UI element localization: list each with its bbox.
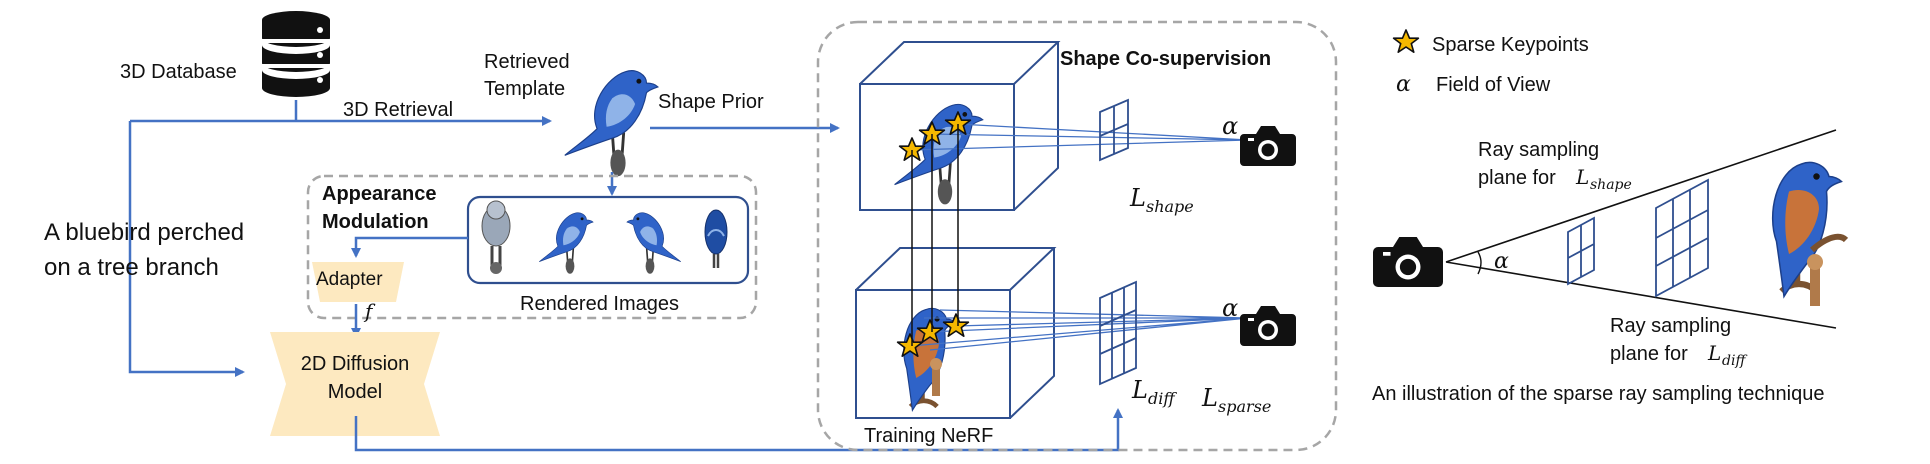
illustration-alpha: α: [1494, 249, 1509, 274]
shape-cosupervision-box: [816, 20, 1338, 452]
shape-plane-line2: plane for L shape: [1478, 165, 1632, 193]
appearance-line2: Modulation: [322, 211, 429, 233]
top-rays: [911, 123, 1249, 151]
rendered-to-adapter-arrow: [351, 236, 468, 258]
svg-text:L: L: [1575, 165, 1589, 189]
legend-star-icon: [1392, 29, 1420, 54]
retrieved-template-line2: Template: [484, 78, 565, 100]
prompt-arrow: [128, 121, 245, 377]
rendered-bird-front: [481, 200, 511, 274]
diffusion-line1: 2D Diffusion: [301, 353, 410, 375]
illustration-diff-plane: [1655, 178, 1709, 298]
svg-text:L: L: [1129, 184, 1146, 212]
f-symbol: f: [363, 299, 376, 323]
l-shape-label: L shape: [1129, 184, 1194, 216]
diffusion-model-block: [270, 332, 440, 436]
illustration-shape-plane: [1567, 216, 1595, 286]
adapter-label: Adapter: [316, 269, 383, 290]
keypoint-correspondence-lines: [911, 124, 959, 346]
appearance-modulation-box: [306, 174, 758, 320]
top-camera-icon: [1240, 126, 1296, 166]
prompt-line1: A bluebird perched: [44, 219, 244, 246]
prompt-line2: on a tree branch: [44, 254, 219, 281]
diffusion-to-loss-arrow: [354, 408, 1123, 452]
rendered-images-label: Rendered Images: [520, 293, 679, 315]
rendered-bird-back: [704, 209, 728, 268]
shape-prior-label: Shape Prior: [658, 91, 764, 113]
svg-text:plane for: plane for: [1610, 343, 1688, 365]
illustration-camera-icon: [1373, 237, 1443, 287]
illustration-bird-image: [1773, 162, 1842, 296]
database-icon: [262, 11, 330, 97]
l-diff-label: L diff: [1131, 376, 1177, 408]
svg-text:diff: diff: [1722, 353, 1747, 369]
svg-text:L: L: [1707, 341, 1721, 365]
bottom-camera-icon: [1240, 306, 1296, 346]
bottom-alpha: α: [1222, 294, 1238, 322]
illustration-fov-arc: [1477, 251, 1482, 275]
svg-text:plane for: plane for: [1478, 167, 1556, 189]
svg-text:shape: shape: [1146, 197, 1194, 216]
bottom-sampling-plane: [1099, 280, 1137, 386]
adapter-block: [312, 262, 404, 302]
illustration-branch-detail: [1807, 233, 1849, 306]
top-alpha: α: [1222, 112, 1238, 140]
template-bird-image: [563, 69, 660, 178]
bottom-branch-detail: [930, 358, 942, 396]
rendered-images-panel: [466, 195, 750, 285]
retrieval-label: 3D Retrieval: [343, 99, 453, 121]
diff-plane-line2: plane for L diff: [1610, 341, 1747, 369]
svg-text:L: L: [1201, 384, 1218, 412]
legend-keypoints-label: Sparse Keypoints: [1432, 34, 1589, 56]
illustration-fov-lines: [1445, 129, 1837, 329]
retrieved-template-line1: Retrieved: [484, 51, 570, 73]
bottom-cube: [855, 247, 1057, 419]
diff-plane-line1: Ray sampling: [1610, 315, 1731, 337]
legend-alpha-symbol: α: [1396, 72, 1411, 97]
bottom-rays: [909, 309, 1249, 351]
shape-plane-line1: Ray sampling: [1478, 139, 1599, 161]
shape-cosupervision-label: Shape Co-supervision: [1060, 48, 1271, 70]
top-sampling-plane: [1099, 98, 1129, 162]
svg-text:sparse: sparse: [1218, 397, 1271, 416]
illustration-caption: An illustration of the sparse ray sampli…: [1372, 383, 1824, 405]
legend-fov-label: Field of View: [1436, 74, 1551, 96]
appearance-line1: Appearance: [322, 183, 437, 205]
svg-text:L: L: [1131, 376, 1148, 404]
l-sparse-label: L sparse: [1201, 384, 1271, 416]
svg-text:diff: diff: [1148, 389, 1177, 408]
database-label: 3D Database: [120, 61, 237, 83]
svg-text:shape: shape: [1590, 177, 1632, 193]
bottom-keypoint-star-3: [942, 313, 970, 338]
training-nerf-label: Training NeRF: [864, 425, 993, 447]
diffusion-line2: Model: [328, 381, 382, 403]
